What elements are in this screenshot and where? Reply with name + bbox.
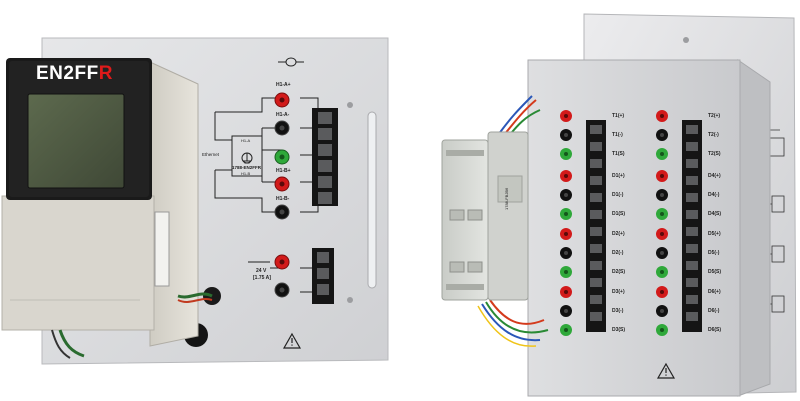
- jack-column-left: [560, 110, 572, 336]
- brand-label-accent: R: [98, 63, 113, 84]
- enclosure-front: [527, 59, 741, 397]
- brand-label-text: EN2FF: [36, 63, 99, 84]
- device-body: [1, 195, 155, 331]
- panel-hole: [683, 37, 689, 43]
- channel-label-left: D1(S): [612, 211, 626, 217]
- channel-label-right: D5(+): [708, 231, 721, 237]
- channel-label-left: D2(-): [612, 250, 624, 256]
- ethernet-label: Ethernet: [202, 152, 220, 157]
- terminal-block-lower: [312, 248, 334, 304]
- terminal-block-upper: [312, 108, 338, 206]
- power-label-voltage: 24 V: [256, 268, 267, 274]
- channel-label-right: D5(-): [708, 250, 720, 256]
- channel-label-right: D6(+): [708, 289, 721, 295]
- jack-column-right: [656, 110, 668, 336]
- shield-symbol-icon: [278, 57, 304, 67]
- channel-label-right: D6(S): [708, 327, 722, 333]
- channel-label-right: T2(S): [708, 151, 721, 157]
- power-label-current: [1.75 A]: [253, 275, 271, 281]
- panel-hole: [347, 102, 353, 108]
- channel-label-right: T2(-): [708, 132, 719, 138]
- channel-label-right: T2(+): [708, 113, 721, 119]
- junction-label-top: H1-A: [241, 138, 251, 143]
- lcd-screen: [27, 93, 125, 189]
- channel-label-right: D5(S): [708, 269, 722, 275]
- left-device-photo: EN2FFR H1-A+ H1-A- H1-B+ H1-B- Ethernet …: [1, 37, 389, 365]
- module-label: 1788-EN2FFR: [232, 165, 262, 170]
- din-module-label: 1788-FBJB6: [504, 187, 509, 210]
- cable-bundle: [58, 329, 85, 358]
- terminal-label-h1-a-plus: H1-A+: [276, 82, 291, 88]
- channel-label-right: D6(-): [708, 308, 720, 314]
- warning-icon: [656, 362, 676, 379]
- warning-icon: [282, 332, 302, 349]
- channel-label-left: D2(+): [612, 231, 625, 237]
- channel-label-left: T1(S): [612, 151, 625, 157]
- device-label-sticker: [154, 211, 170, 287]
- terminal-label-h1-b-plus: H1-B+: [276, 168, 291, 174]
- left-device-graphic: [1, 37, 389, 365]
- junction-label-bottom: H1-B: [241, 171, 251, 176]
- terminal-strip-left: [586, 120, 606, 332]
- channel-label-left: D2(S): [612, 269, 626, 275]
- channel-label-left: D3(+): [612, 289, 625, 295]
- terminal-label-h1-a-minus: H1-A-: [276, 112, 290, 118]
- channel-label-right: D4(S): [708, 211, 722, 217]
- channel-label-left: T1(-): [612, 132, 623, 138]
- panel-slot: [367, 111, 377, 289]
- device-body-side: [149, 61, 199, 347]
- right-device-graphic: [441, 13, 797, 397]
- enclosure-side: [737, 59, 771, 397]
- terminal-label-h1-b-minus: H1-B-: [276, 196, 290, 202]
- channel-label-left: D3(S): [612, 327, 626, 333]
- channel-label-left: T1(+): [612, 113, 625, 119]
- terminal-jacks: [274, 92, 290, 298]
- channel-label-right: D4(+): [708, 173, 721, 179]
- channel-label-left: D1(+): [612, 173, 625, 179]
- brand-label: EN2FFR: [36, 63, 113, 85]
- channel-label-right: D4(-): [708, 192, 720, 198]
- ground-symbol-icon: [241, 152, 253, 164]
- channel-label-left: D1(-): [612, 192, 624, 198]
- panel-hole: [347, 297, 353, 303]
- terminal-strip-right: [682, 120, 702, 332]
- din-rail-modules: [441, 95, 549, 347]
- right-device-photo: 1788-FBJB6 T1(+) T1(-) T1(S) D1(+) D1(-)…: [420, 0, 800, 401]
- channel-label-left: D3(-): [612, 308, 624, 314]
